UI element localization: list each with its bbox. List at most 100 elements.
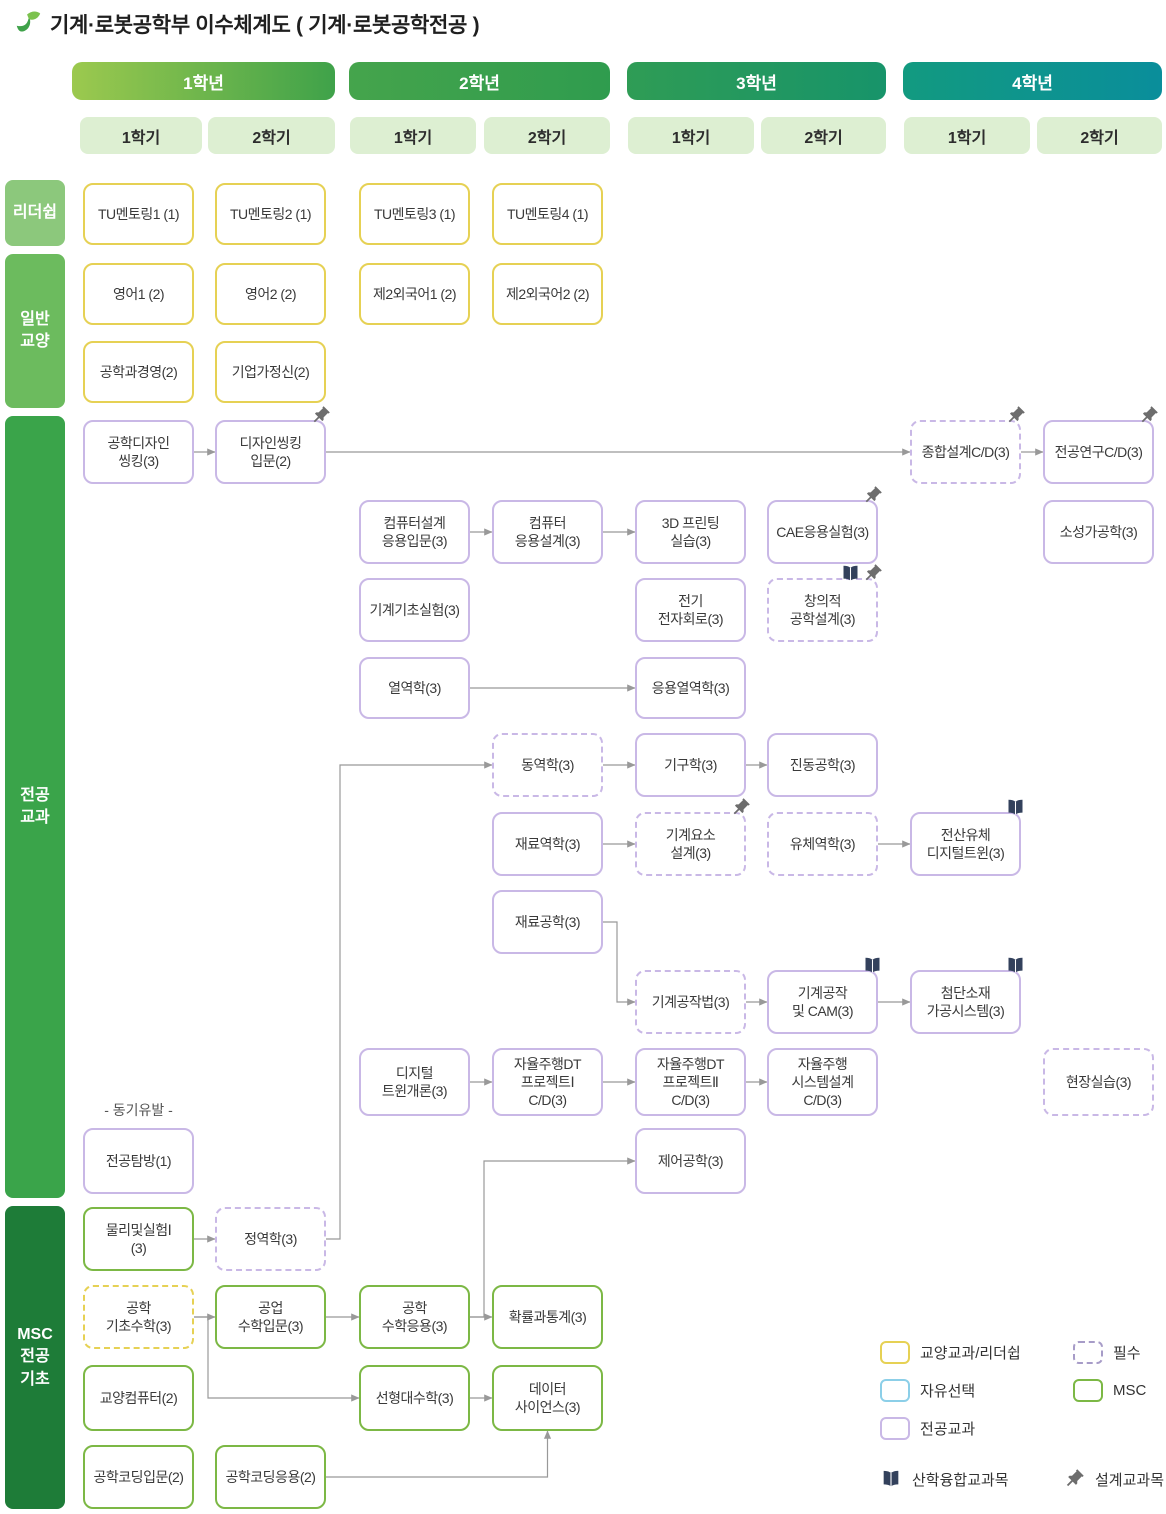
course-icons	[1005, 405, 1026, 426]
course-label: 자율주행DT 프로젝트Ⅱ C/D(3)	[656, 1055, 725, 1109]
course-label: 디지털 트윈개론(3)	[381, 1064, 448, 1099]
course-field-practice: 현장실습(3)	[1043, 1048, 1154, 1116]
course-eng-coding-apply: 공학코딩응용(2)	[215, 1445, 326, 1509]
semester-header-y4s2: 2학기	[1037, 117, 1162, 154]
course-label: 자율주행 시스템설계 C/D(3)	[791, 1055, 854, 1109]
course-basic-eng-math: 공학 기초수학(3)	[83, 1285, 194, 1349]
category-leadership: 리더쉽	[5, 180, 65, 246]
industry-book-icon	[1008, 957, 1023, 973]
legend-swatch-required	[1073, 1341, 1103, 1364]
semester-header-y4s1: 1학기	[904, 117, 1030, 154]
course-label: 전공연구C/D(3)	[1054, 443, 1143, 460]
course-linear-algebra: 선형대수학(3)	[359, 1365, 470, 1431]
course-label: 컴퓨터설계 응용입문(3)	[381, 514, 448, 549]
course-machine-element-design: 기계요소 설계(3)	[635, 798, 750, 876]
course-machining-cam: 기계공작 및 CAM(3)	[767, 957, 880, 1034]
course-cad-intro: 컴퓨터설계 응용입문(3)	[359, 500, 470, 564]
course-auto-dt-project-2: 자율주행DT 프로젝트Ⅱ C/D(3)	[635, 1048, 746, 1116]
legend-label: MSC	[1113, 1382, 1147, 1399]
course-cae-lab: CAE응용실험(3)	[767, 486, 882, 564]
course-label: 제2외국어1 (2)	[372, 285, 457, 302]
course-eng-math-apply: 공학 수학응용(3)	[359, 1285, 470, 1349]
course-label: 3D 프린팅 실습(3)	[661, 514, 720, 549]
course-data-science: 데이터 사이언스(3)	[492, 1365, 603, 1431]
edge-statics-to-dynamics	[326, 761, 493, 1240]
course-eng-design-thinking: 공학디자인 씽킹(3)	[83, 420, 194, 484]
course-label: 기계공작 및 CAM(3)	[792, 984, 854, 1019]
course-label: 종합설계C/D(3)	[921, 443, 1010, 460]
semester-header-y1s1: 1학기	[80, 117, 202, 154]
course-statics: 정역학(3)	[215, 1207, 326, 1271]
semester-header-y2s1: 1학기	[350, 117, 476, 154]
course-foreign-lang-1: 제2외국어1 (2)	[359, 263, 470, 325]
industry-book-icon	[1008, 799, 1023, 815]
category-msc: MSC 전공 기초	[5, 1206, 65, 1509]
course-fluid-mechanics: 유체역학(3)	[767, 812, 878, 876]
course-tu-mentoring-1: TU멘토링1 (1)	[83, 183, 194, 245]
course-material-mechanics: 재료역학(3)	[492, 812, 603, 876]
course-plastic-working: 소성가공학(3)	[1043, 500, 1154, 564]
legend-label: 산학융합교과목	[912, 1471, 1009, 1489]
course-label: 제2외국어2 (2)	[505, 285, 590, 302]
legend-swatch-free	[880, 1379, 910, 1402]
course-liberal-computer: 교양컴퓨터(2)	[83, 1365, 194, 1431]
design-pin-icon	[1141, 406, 1158, 423]
course-label: 첨단소재 가공시스템(3)	[926, 984, 1005, 1019]
course-label: 디자인씽킹 입문(2)	[239, 434, 302, 469]
course-capstone-design: 종합설계C/D(3)	[910, 406, 1025, 484]
course-eng-math-intro: 공업 수학입문(3)	[215, 1285, 326, 1349]
course-label: TU멘토링1 (1)	[97, 205, 180, 222]
course-label: 재료역학(3)	[514, 835, 581, 852]
course-major-research: 전공연구C/D(3)	[1043, 406, 1158, 484]
course-physics-lab-1: 물리및실험Ⅰ (3)	[83, 1207, 194, 1271]
legend-item-major: 전공교과	[880, 1417, 975, 1440]
course-label: CAE응용실험(3)	[776, 523, 869, 540]
course-applied-thermo: 응용열역학(3)	[635, 657, 746, 719]
course-icons	[840, 563, 883, 584]
course-label: 교양컴퓨터(2)	[99, 1389, 178, 1406]
course-icons	[730, 797, 751, 818]
design-pin-icon	[1066, 1469, 1084, 1487]
course-label: 열역학(3)	[388, 679, 441, 696]
legend-item-book: 산학융합교과목	[880, 1468, 1009, 1490]
course-label: 선형대수학(3)	[375, 1389, 454, 1406]
course-label: 기구학(3)	[664, 756, 717, 773]
motivation-label: - 동기유발 -	[104, 1102, 173, 1118]
design-pin-icon	[313, 406, 330, 423]
course-electric-circuit: 전기 전자회로(3)	[635, 578, 746, 642]
course-prob-stat: 확률과통계(3)	[492, 1285, 603, 1349]
course-control-eng: 제어공학(3)	[635, 1128, 746, 1194]
semester-header-y2s2: 2학기	[484, 117, 610, 154]
course-printing-3d: 3D 프린팅 실습(3)	[635, 500, 746, 564]
course-tu-mentoring-4: TU멘토링4 (1)	[492, 183, 603, 245]
legend-item-pin: 설계교과목	[1063, 1468, 1164, 1490]
course-label: 현장실습(3)	[1065, 1073, 1132, 1090]
course-machining-method: 기계공작법(3)	[635, 970, 746, 1034]
course-label: 전공탐방(1)	[105, 1152, 172, 1169]
course-english-1: 영어1 (2)	[83, 263, 194, 325]
semester-header-y1s2: 2학기	[208, 117, 335, 154]
industry-book-icon	[865, 957, 880, 973]
year-header-2: 2학년	[349, 62, 610, 100]
course-mechanism: 기구학(3)	[635, 733, 746, 797]
course-creative-eng-design: 창의적 공학설계(3)	[767, 564, 882, 642]
course-tu-mentoring-2: TU멘토링2 (1)	[215, 183, 326, 245]
edge-eng-coding-apply-to-data-science	[326, 1430, 552, 1478]
legend-swatch-major	[880, 1417, 910, 1440]
course-design-thinking-intro: 디자인씽킹 입문(2)	[215, 406, 330, 484]
course-icons	[1005, 797, 1026, 818]
legend-item-general: 교양교과/리더쉽	[880, 1341, 1021, 1364]
page-title: 기계·로봇공학부 이수체계도 ( 기계·로봇공학전공 )	[50, 14, 480, 37]
course-foreign-lang-2: 제2외국어2 (2)	[492, 263, 603, 325]
year-header-3: 3학년	[627, 62, 886, 100]
course-label: 공학코딩입문(2)	[93, 1468, 184, 1485]
edge-material-engineering-to-machining-method	[603, 921, 636, 1006]
course-label: 물리및실험Ⅰ (3)	[105, 1221, 172, 1256]
course-label: 유체역학(3)	[789, 835, 856, 852]
legend-swatch-msc	[1073, 1379, 1103, 1402]
course-label: 공학 기초수학(3)	[105, 1299, 172, 1334]
category-major: 전공 교과	[5, 416, 65, 1198]
course-mech-basic-lab: 기계기초실험(3)	[359, 578, 470, 642]
design-pin-icon	[865, 564, 882, 581]
legend-swatch-general	[880, 1341, 910, 1364]
